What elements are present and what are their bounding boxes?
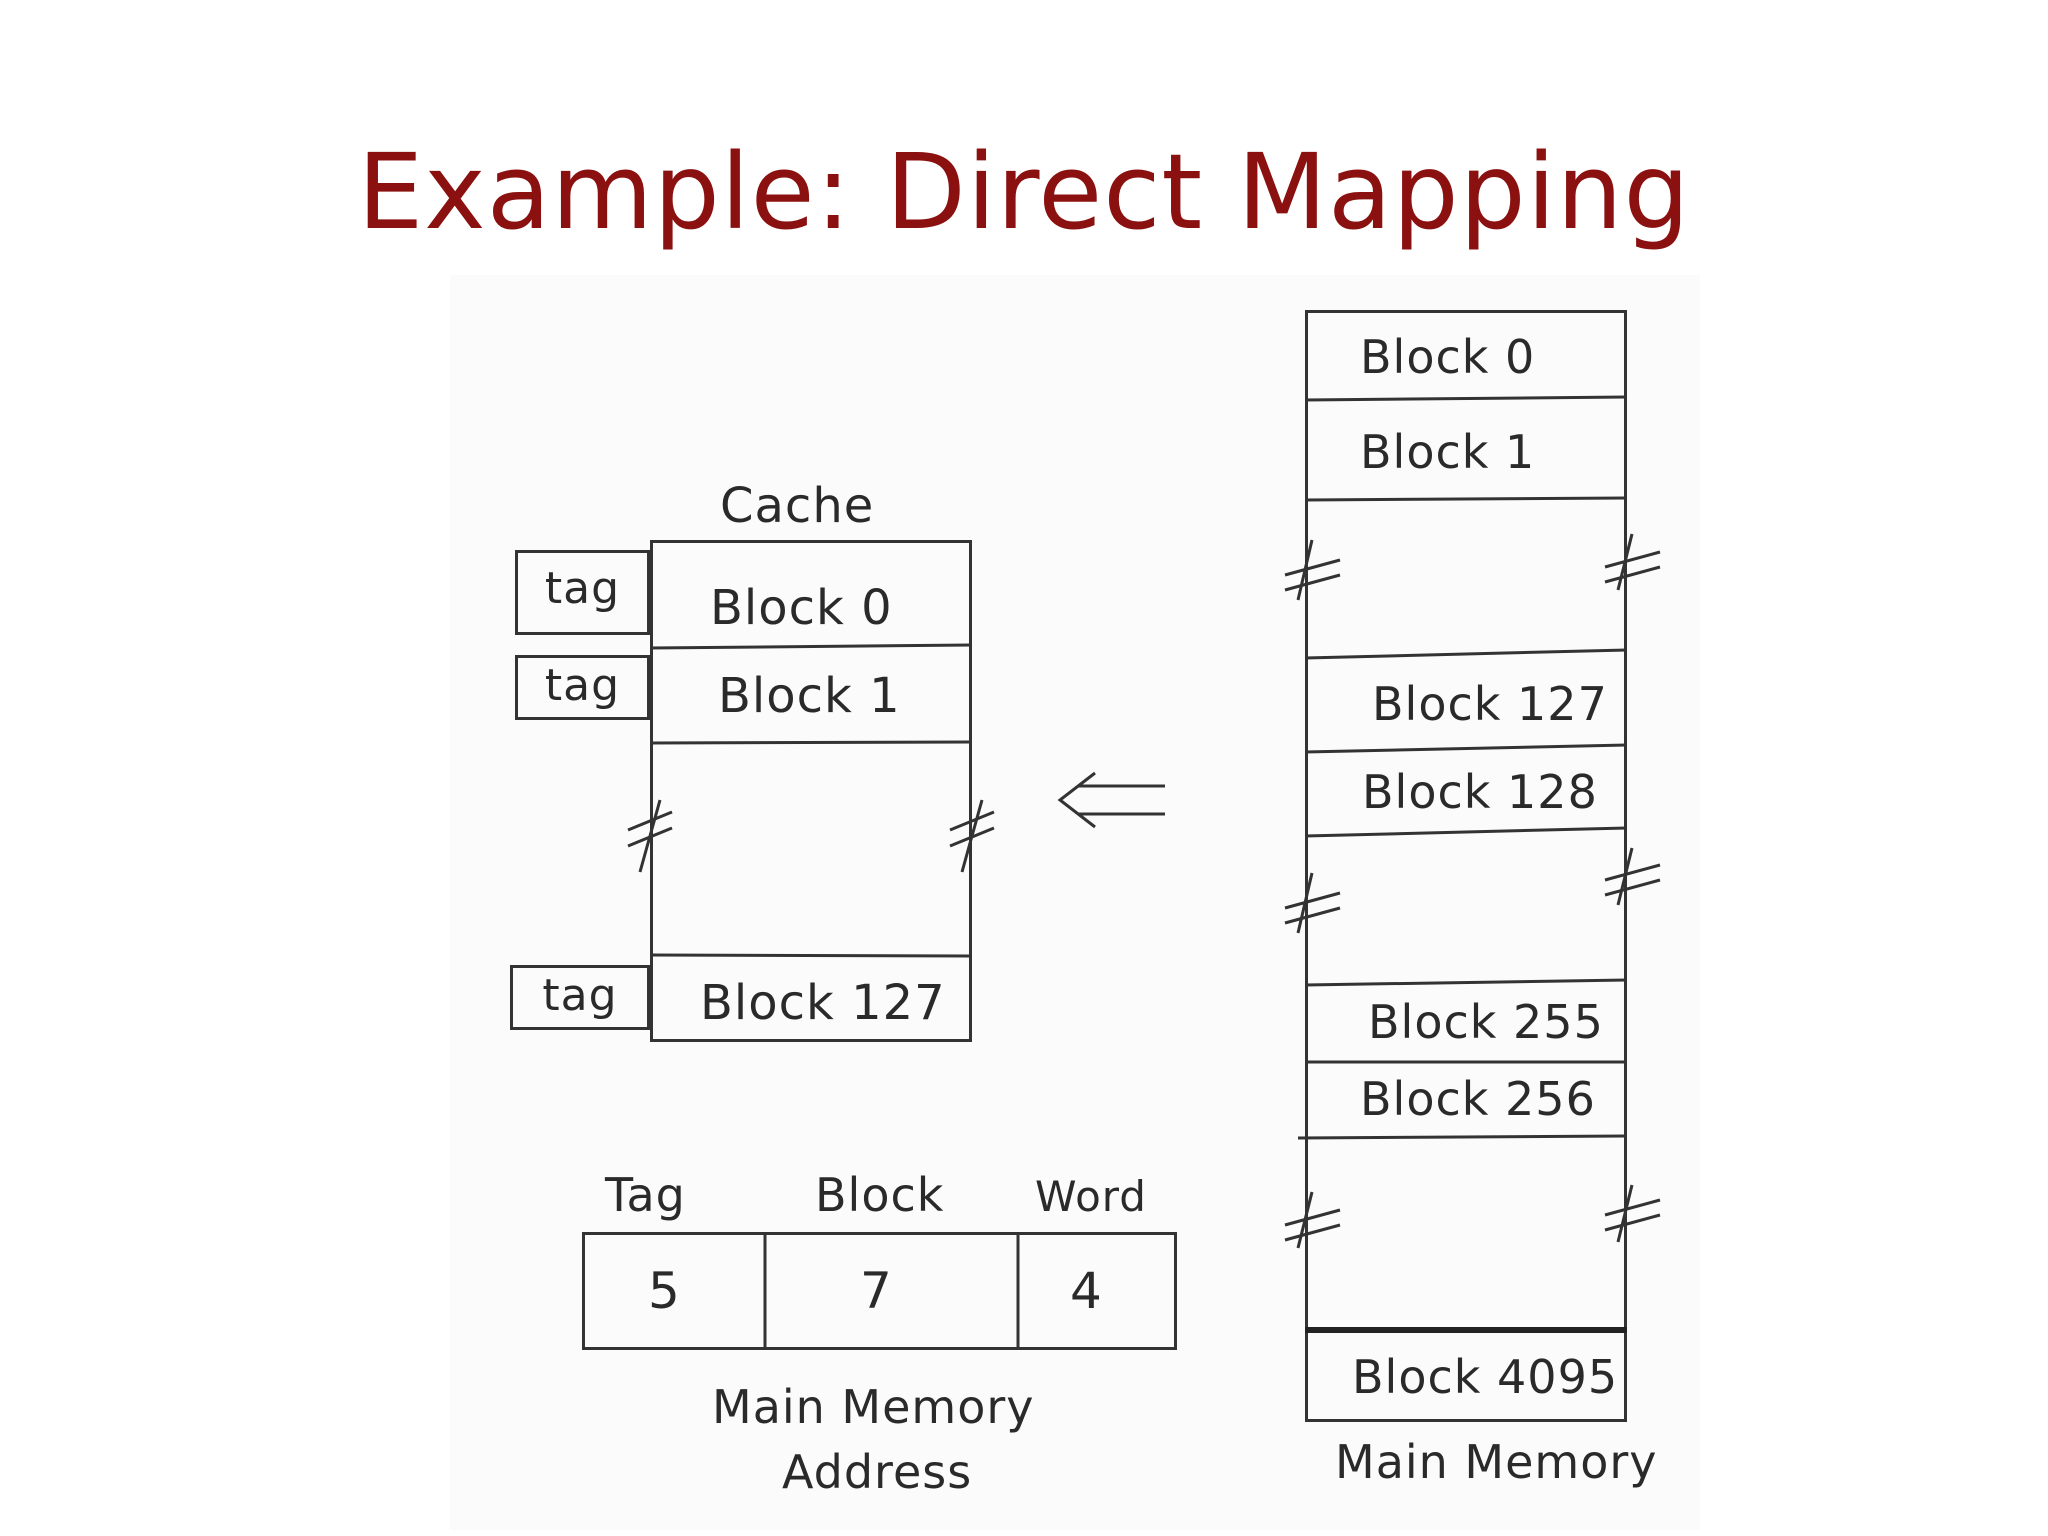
address-field-bits: 7 xyxy=(860,1262,893,1320)
main-memory-box xyxy=(1305,310,1627,1422)
cache-tag-box: tag xyxy=(515,550,650,635)
cache-block-label: Block 127 xyxy=(700,975,946,1031)
cache-tag-label: tag xyxy=(544,660,621,711)
cache-label: Cache xyxy=(720,478,875,534)
left-arrow-icon xyxy=(1057,771,1165,829)
diagram-area xyxy=(450,275,1700,1530)
cache-block-label: Block 0 xyxy=(710,580,893,636)
cache-break-left xyxy=(627,799,673,873)
address-format-box xyxy=(582,1232,1177,1350)
memory-block-label: Block 0 xyxy=(1360,330,1536,384)
memory-block-label: Block 1 xyxy=(1360,425,1536,479)
main-memory-caption: Main Memory xyxy=(1335,1435,1658,1489)
slide-title: Example: Direct Mapping xyxy=(357,131,1691,253)
memory-block-label: Block 4095 xyxy=(1352,1350,1619,1404)
memory-break-marks xyxy=(1284,533,1661,1249)
address-field-bits: 4 xyxy=(1070,1262,1103,1320)
cache-block-label: Block 1 xyxy=(718,668,901,724)
address-field-name: Block xyxy=(815,1168,945,1222)
address-field-bits: 5 xyxy=(648,1262,681,1320)
cache-tag-label: tag xyxy=(542,970,618,1021)
cache-tag-box: tag xyxy=(510,965,650,1030)
cache-tag-label: tag xyxy=(544,563,621,614)
cache-tag-box: tag xyxy=(515,655,650,720)
memory-block-label: Block 256 xyxy=(1360,1072,1596,1126)
address-field-name: Tag xyxy=(605,1168,686,1222)
cache-box xyxy=(650,540,972,1042)
memory-block-label: Block 128 xyxy=(1362,765,1598,819)
cache-break-right xyxy=(949,799,995,873)
memory-block-label: Block 127 xyxy=(1372,677,1608,731)
address-caption-line2: Address xyxy=(782,1445,973,1499)
memory-block-label: Block 255 xyxy=(1368,995,1604,1049)
address-field-name: Word xyxy=(1035,1172,1147,1221)
address-caption-line1: Main Memory xyxy=(712,1380,1035,1434)
